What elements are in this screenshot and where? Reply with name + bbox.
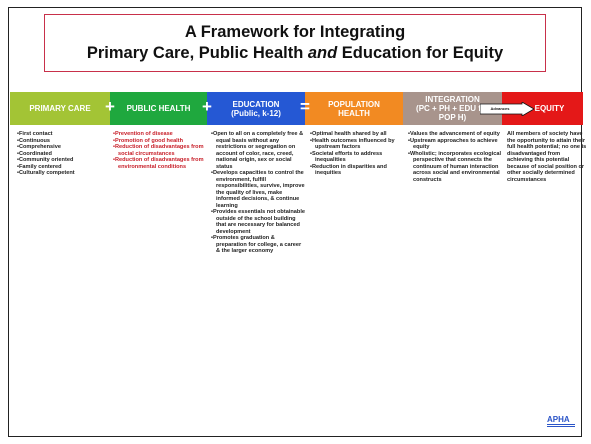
apha-logo: APHA xyxy=(547,415,575,427)
title-line-1: A Framework for Integrating xyxy=(184,23,406,41)
band-education: EDUCATION (Public, k-12) xyxy=(207,92,305,125)
advances-arrow-label: Advances xyxy=(490,106,510,111)
band-primary-care: PRIMARY CARE xyxy=(10,92,110,125)
band-public-health: PUBLIC HEALTH xyxy=(110,92,207,125)
band-population-health-label: POPULATION HEALTH xyxy=(328,99,380,118)
education-list: Open to all on a completely free & equal… xyxy=(211,131,305,255)
title-line-2-em: and xyxy=(307,44,338,62)
list-item: Coordinated xyxy=(17,151,109,158)
list-item: Wholistic; incorporates ecological persp… xyxy=(408,151,502,184)
list-item: Community oriented xyxy=(17,157,109,164)
list-item: Optimal health shared by all xyxy=(310,131,402,138)
band-education-label: EDUCATION (Public, k-12) xyxy=(231,99,281,118)
band-population-health: POPULATION HEALTH xyxy=(305,92,403,125)
list-item: Culturally competent xyxy=(17,170,109,177)
slide-title: A Framework for Integrating Primary Care… xyxy=(44,14,546,72)
list-item: Promotes graduation & preparation for co… xyxy=(211,235,305,255)
list-item: Develops capacities to control the envir… xyxy=(211,170,305,209)
list-item: Continuous xyxy=(17,138,109,145)
list-item: Open to all on a completely free & equal… xyxy=(211,131,305,170)
integration-list: Values the advancement of equityUpstream… xyxy=(408,131,502,183)
list-item: Reduction in disparities and inequities xyxy=(310,164,402,177)
list-item: Provides essentials not obtainable outsi… xyxy=(211,209,305,235)
band-public-health-label: PUBLIC HEALTH xyxy=(126,104,191,113)
slide-frame xyxy=(8,7,582,437)
list-item: Values the advancement of equity xyxy=(408,131,502,138)
list-item: Reduction of disadvantages from social c… xyxy=(113,144,206,157)
list-item: Prevention of disease xyxy=(113,131,206,138)
list-item: Promotion of good health xyxy=(113,138,206,145)
list-item: Health outcomes influenced by upstream f… xyxy=(310,138,402,151)
list-item: Comprehensive xyxy=(17,144,109,151)
list-item: First contact xyxy=(17,131,109,138)
population-health-list: Optimal health shared by allHealth outco… xyxy=(310,131,402,177)
list-item: Reduction of disadvantages from environm… xyxy=(113,157,206,170)
primary-care-list: First contactContinuousComprehensiveCoor… xyxy=(17,131,109,177)
plus-operator-2: + xyxy=(202,97,212,116)
public-health-list: Prevention of diseasePromotion of good h… xyxy=(113,131,206,170)
equals-operator: = xyxy=(300,97,310,116)
plus-operator-1: + xyxy=(105,97,115,116)
equity-description: All members of society have the opportun… xyxy=(507,131,587,183)
apha-logo-text: APHA xyxy=(547,415,570,424)
band-equity-label: EQUITY xyxy=(534,104,565,113)
title-line-2-pre: Primary Care, Public Health xyxy=(86,44,308,62)
band-integration-label: INTEGRATION (PC + PH + EDU for POP H) xyxy=(416,95,489,122)
list-item: Family centered xyxy=(17,164,109,171)
title-line-2: Primary Care, Public Health and Educatio… xyxy=(45,43,545,64)
advances-arrow-icon xyxy=(480,102,534,116)
band-primary-care-label: PRIMARY CARE xyxy=(29,104,91,113)
list-item: Societal efforts to address inequalities xyxy=(310,151,402,164)
title-line-2-post: Education for Equity xyxy=(337,44,504,62)
list-item: Upstream approaches to achieve equity xyxy=(408,138,502,151)
